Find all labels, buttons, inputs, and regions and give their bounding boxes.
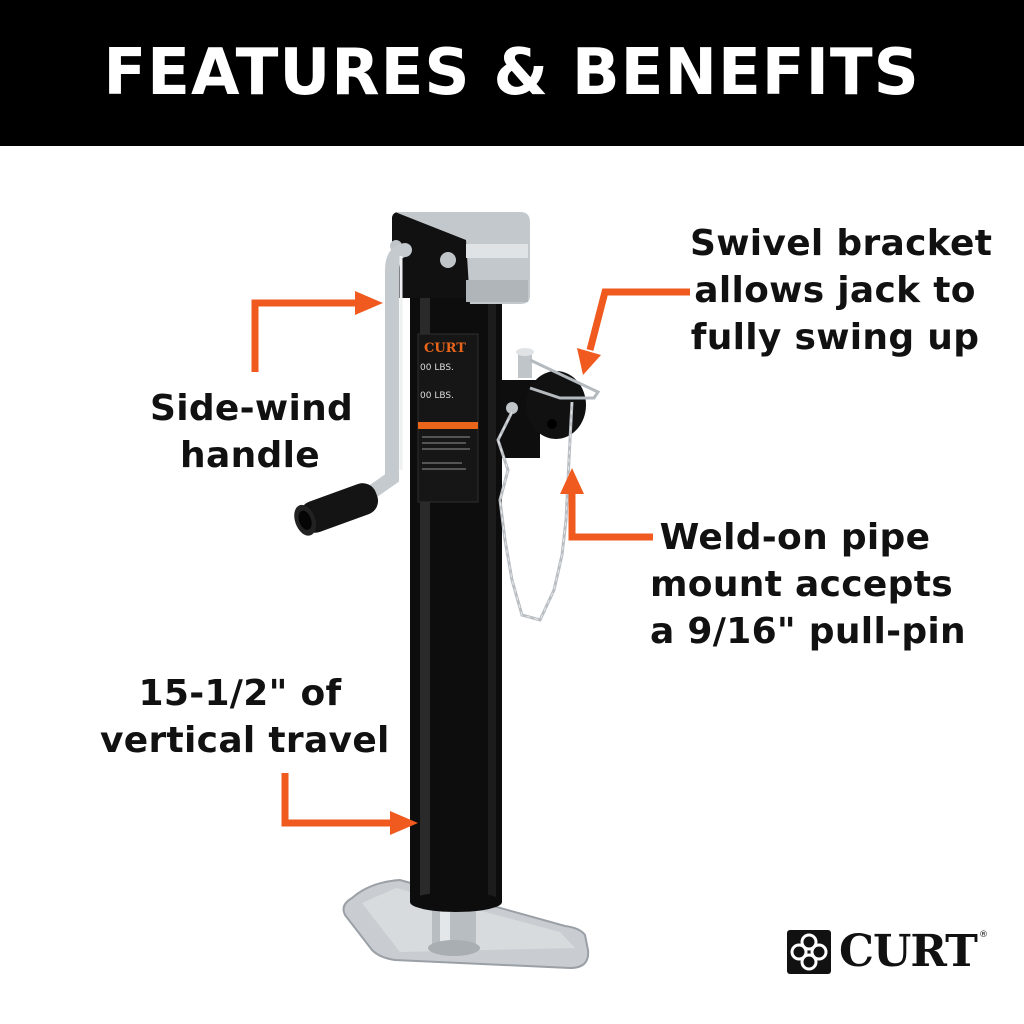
arrow-vertical-travel — [281, 773, 418, 835]
brand-logo: CURT ® — [787, 930, 988, 974]
page-title: FEATURES & BENEFITS — [103, 36, 921, 110]
gear-housing — [390, 212, 530, 304]
svg-text:00 LBS.: 00 LBS. — [420, 363, 454, 373]
brand-name: CURT — [839, 926, 978, 977]
svg-text:00 LBS.: 00 LBS. — [420, 391, 454, 401]
decal-brand: CURT — [424, 341, 466, 356]
curt-logo-icon — [787, 930, 831, 974]
callout-side-wind-handle: Side-wind handle — [150, 388, 354, 476]
arrow-swivel-bracket — [577, 288, 690, 375]
arrow-pipe-mount — [560, 468, 653, 541]
callout-vertical-travel: 15-1/2" of vertical travel — [100, 673, 390, 761]
registered-mark: ® — [978, 930, 988, 940]
arrow-side-wind-handle — [251, 291, 383, 372]
crank-handle — [294, 243, 412, 536]
product-decal: CURT 00 LBS. 00 LBS. — [417, 333, 479, 503]
swivel-bracket — [500, 348, 601, 458]
header-banner: FEATURES & BENEFITS — [0, 0, 1024, 146]
callout-pipe-mount: Weld-on pipe mount accepts a 9/16" pull-… — [650, 517, 966, 652]
callout-swivel-bracket: Swivel bracket allows jack to fully swin… — [690, 223, 993, 358]
